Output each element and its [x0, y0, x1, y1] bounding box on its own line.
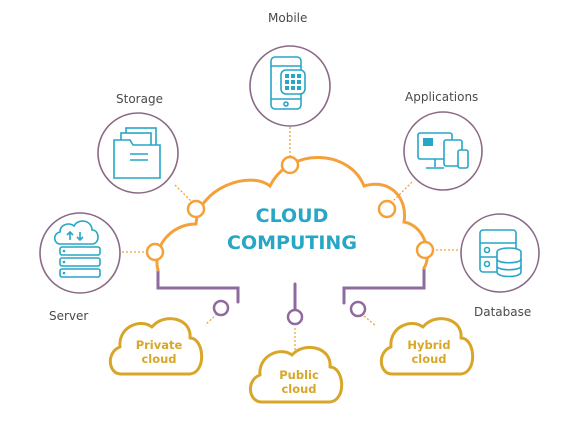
private-cloud-line2: cloud	[141, 352, 177, 366]
applications-icon	[417, 132, 469, 169]
title-line-1: CLOUD	[255, 205, 329, 227]
public-cloud-label: Public cloud	[262, 368, 336, 396]
deployment-clouds	[108, 317, 475, 404]
branch-lines	[156, 266, 426, 314]
applications-label: Applications	[405, 90, 479, 104]
server-icon	[53, 220, 101, 278]
server-label: Server	[49, 309, 89, 323]
main-cloud-outline	[155, 156, 429, 272]
mobile-label: Mobile	[268, 11, 308, 25]
branch-nodes	[212, 299, 367, 326]
private-cloud-label: Private cloud	[122, 338, 196, 366]
hybrid-cloud-label: Hybrid cloud	[392, 338, 466, 366]
database-icon	[479, 229, 522, 278]
title-line-2: COMPUTING	[227, 232, 357, 254]
public-cloud-line1: Public	[279, 368, 319, 382]
cloud-nodes	[145, 155, 435, 262]
folder-icon	[113, 127, 161, 179]
hybrid-cloud-shape	[379, 317, 475, 376]
storage-label: Storage	[116, 92, 163, 106]
database-label: Database	[474, 305, 532, 319]
public-cloud-shape	[249, 345, 344, 404]
hybrid-cloud-line1: Hybrid	[407, 338, 451, 352]
mobile-icon	[270, 56, 306, 110]
private-cloud-line1: Private	[135, 338, 183, 352]
public-cloud-line2: cloud	[281, 382, 317, 396]
private-cloud-shape	[108, 317, 204, 376]
hybrid-cloud-line2: cloud	[411, 352, 447, 366]
